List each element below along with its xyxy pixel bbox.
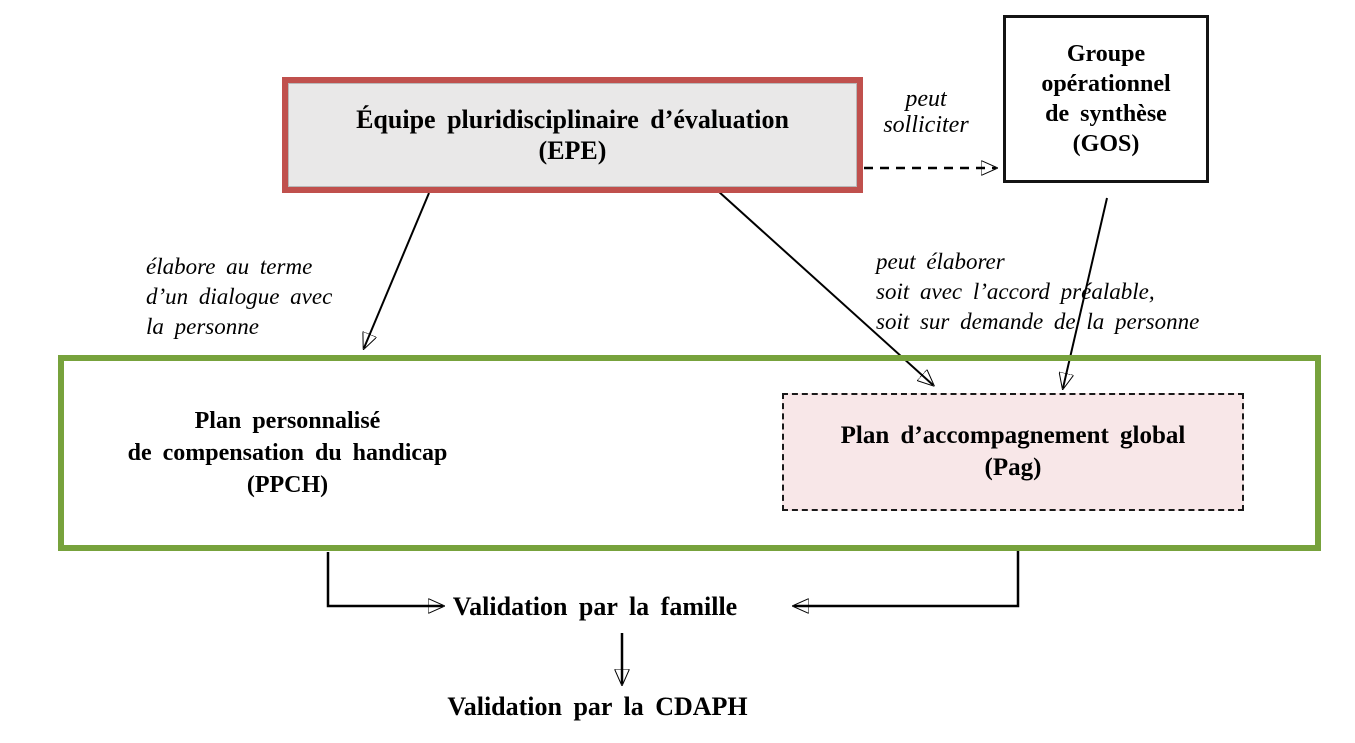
arrow-ppch-to-famille: [326, 552, 443, 606]
peut-elaborer-line1: peut élaborer: [876, 249, 1005, 274]
gos-acronym: (GOS): [1072, 131, 1140, 157]
peut-elaborer-line2: soit avec l’accord préalable,: [876, 279, 1155, 304]
epe-label: Équipe pluridisciplinaire d’évaluation: [356, 105, 789, 134]
peut-solliciter-line1: peut: [905, 86, 947, 112]
outcome-validation-cdaph: Validation par la CDAPH: [447, 692, 748, 721]
elabore-line2: d’un dialogue avec: [146, 284, 333, 309]
ppch-label-line1: Plan personnalisé: [194, 408, 381, 434]
node-epe: Équipe pluridisciplinaire d’évaluation (…: [282, 77, 863, 193]
node-ppch: Plan personnalisé de compensation du han…: [90, 398, 485, 508]
gos-label-line2: opérationnel: [1041, 71, 1171, 97]
elabore-line3: la personne: [146, 314, 259, 339]
edge-label-elabore: élabore au terme d’un dialogue avec la p…: [146, 252, 406, 342]
peut-solliciter-line2: solliciter: [883, 112, 969, 138]
gos-label-line3: de synthèse: [1045, 101, 1167, 127]
pag-acronym: (Pag): [984, 454, 1042, 481]
edge-label-peut-solliciter: peut solliciter: [860, 86, 992, 138]
edge-label-peut-elaborer: peut élaborer soit avec l’accord préalab…: [876, 247, 1271, 337]
epe-acronym: (EPE): [538, 136, 607, 165]
ppch-label-line2: de compensation du handicap: [127, 440, 448, 466]
node-gos: Groupe opérationnel de synthèse (GOS): [1003, 15, 1209, 183]
outcome-validation-famille: Validation par la famille: [452, 592, 738, 621]
plans-container-box: [58, 355, 1321, 551]
arrow-pag-to-famille: [794, 551, 1020, 606]
elabore-line1: élabore au terme: [146, 254, 313, 279]
pag-label: Plan d’accompagnement global: [840, 422, 1186, 449]
gos-label-line1: Groupe: [1066, 41, 1146, 67]
peut-elaborer-line3: soit sur demande de la personne: [876, 309, 1200, 334]
node-pag: Plan d’accompagnement global (Pag): [782, 393, 1244, 511]
ppch-acronym: (PPCH): [246, 472, 329, 498]
